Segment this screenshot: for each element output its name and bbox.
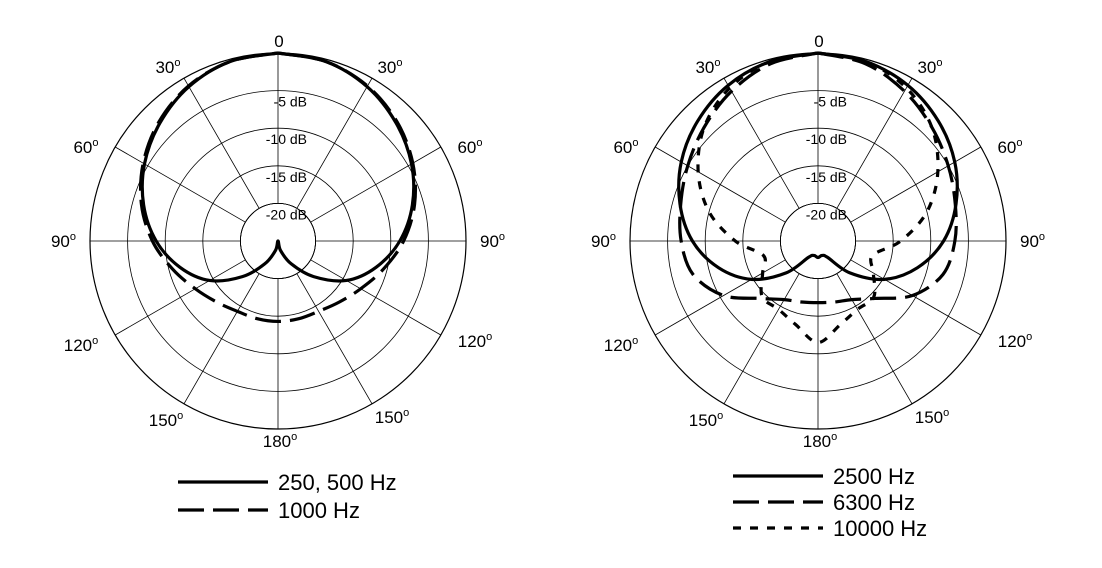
angle-label: 90o <box>591 231 616 251</box>
grid-spoke <box>310 259 442 336</box>
angle-label: 30o <box>695 57 720 77</box>
angle-label: 120o <box>604 335 639 355</box>
angle-label: 0 <box>814 32 823 51</box>
legend-label: 6300 Hz <box>833 490 915 515</box>
degree-symbol: o <box>943 407 949 419</box>
degree-symbol: o <box>92 137 98 149</box>
grid-spoke <box>723 273 800 405</box>
degree-symbol: o <box>1039 231 1045 243</box>
series-curve <box>138 51 418 324</box>
grid-spoke <box>183 77 260 209</box>
angle-label: 150o <box>149 410 184 430</box>
degree-symbol: o <box>1016 137 1022 149</box>
db-ring-label: -5 dB <box>814 94 847 110</box>
degree-symbol: o <box>499 231 505 243</box>
grid-spoke <box>850 259 982 336</box>
db-ring-label: -10 dB <box>806 131 847 147</box>
angle-label: 120o <box>998 331 1033 351</box>
angle-label: 30o <box>377 57 402 77</box>
angle-label: 30o <box>917 57 942 77</box>
series-curve <box>677 51 959 282</box>
db-ring-label: -15 dB <box>806 169 847 185</box>
angle-label: 90o <box>1020 231 1045 251</box>
polar-chart-right: 0 30o 30o 60o 60o 90o 90o 120o 120o 150o 150o 180o -… <box>591 32 1045 541</box>
legend-label: 250, 500 Hz <box>278 470 397 495</box>
degree-symbol: o <box>717 410 723 422</box>
angle-label: 120o <box>64 335 99 355</box>
angle-label: 60o <box>613 137 638 157</box>
degree-symbol: o <box>174 57 180 69</box>
degree-symbol: o <box>936 57 942 69</box>
db-ring-label: -20 dB <box>806 206 847 222</box>
series-curve <box>678 51 958 305</box>
degree-symbol: o <box>403 407 409 419</box>
angle-label: 30o <box>155 57 180 77</box>
db-ring-label: -10 dB <box>266 131 307 147</box>
degree-symbol: o <box>177 410 183 422</box>
legend: 250, 500 Hz 1000 Hz <box>178 470 397 523</box>
degree-symbol: o <box>1026 331 1032 343</box>
degree-symbol: o <box>476 137 482 149</box>
degree-symbol: o <box>396 57 402 69</box>
legend-label: 2500 Hz <box>833 464 915 489</box>
db-ring-label: -5 dB <box>274 94 307 110</box>
polar-grid <box>629 52 1007 430</box>
grid-spoke <box>296 77 373 209</box>
grid-spoke <box>654 146 786 223</box>
polar-grid <box>89 52 467 430</box>
legend-label: 10000 Hz <box>833 516 927 541</box>
angle-label: 120o <box>458 331 493 351</box>
grid-spoke <box>310 146 442 223</box>
db-ring-label: -15 dB <box>266 169 307 185</box>
grid-spoke <box>836 273 913 405</box>
angle-label: 60o <box>73 137 98 157</box>
degree-symbol: o <box>610 231 616 243</box>
degree-symbol: o <box>70 231 76 243</box>
grid-spoke <box>183 273 260 405</box>
angle-label: 150o <box>915 407 950 427</box>
grid-spoke <box>836 77 913 209</box>
degree-symbol: o <box>714 57 720 69</box>
degree-symbol: o <box>486 331 492 343</box>
angle-label: 180o <box>803 431 838 451</box>
grid-spoke <box>850 146 982 223</box>
angle-label: 150o <box>689 410 724 430</box>
grid-spoke <box>296 273 373 405</box>
grid-spoke <box>114 146 246 223</box>
degree-symbol: o <box>831 431 837 443</box>
angle-label: 60o <box>457 137 482 157</box>
db-ring-label: -20 dB <box>266 206 307 222</box>
angle-label: 0 <box>274 32 283 51</box>
grid-spoke <box>723 77 800 209</box>
polar-chart-left: 0 30o 30o 60o 60o 90o 90o 120o 120o 150o 150o 180o -… <box>51 32 505 523</box>
series-curve <box>696 51 940 345</box>
angle-label: 90o <box>480 231 505 251</box>
degree-symbol: o <box>92 335 98 347</box>
degree-symbol: o <box>632 137 638 149</box>
angle-label: 180o <box>263 431 298 451</box>
angle-label: 150o <box>375 407 410 427</box>
legend-label: 1000 Hz <box>278 498 360 523</box>
degree-symbol: o <box>291 431 297 443</box>
degree-symbol: o <box>632 335 638 347</box>
angle-label: 60o <box>997 137 1022 157</box>
angle-label: 90o <box>51 231 76 251</box>
grid-spoke <box>114 259 246 336</box>
